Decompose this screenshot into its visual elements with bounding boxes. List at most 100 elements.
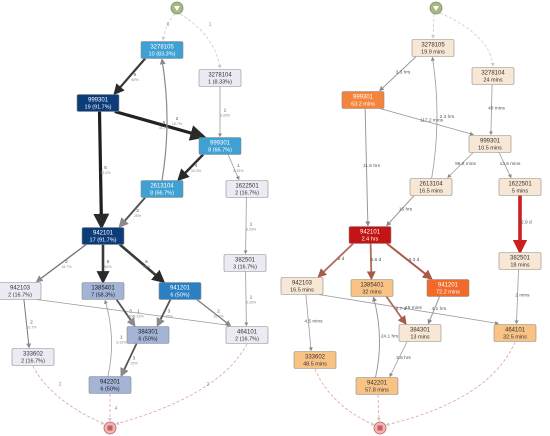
edge-percentage: 8.33% bbox=[246, 301, 257, 305]
start-node[interactable] bbox=[429, 1, 443, 15]
activity-id: 3278105 bbox=[421, 43, 445, 49]
edge-percentage: 33.3% bbox=[100, 171, 111, 175]
edge-L941201-L384301 bbox=[156, 299, 172, 328]
edge-percentage: 16.7% bbox=[213, 315, 224, 319]
edge-percentage: 25% bbox=[130, 362, 138, 366]
edge-label: 6 bbox=[107, 259, 110, 265]
edge-label: 5 d bbox=[338, 256, 345, 262]
activity-node-box bbox=[81, 227, 125, 245]
activity-id: 942101 bbox=[360, 230, 381, 236]
edge-R941201-R384301 bbox=[427, 296, 441, 325]
activity-metric: 1 (8.33%) bbox=[208, 80, 232, 86]
activity-node-box bbox=[411, 39, 455, 57]
edge-L1385401-L384301 bbox=[115, 298, 136, 327]
edge-percentage: 50% bbox=[104, 265, 112, 269]
edge-label: 3 bbox=[168, 309, 171, 315]
terminal-edge-label: 2 bbox=[59, 382, 62, 388]
edge-L2613104-L942101 bbox=[118, 196, 146, 229]
activity-metric: 8 (66.7%) bbox=[150, 191, 174, 197]
activity-metric: 10 (83.3%) bbox=[149, 52, 176, 58]
edge-L3278105-L999301 bbox=[113, 57, 147, 96]
activity-node-box bbox=[426, 279, 470, 297]
activity-node-box bbox=[355, 377, 399, 395]
edge-R2613104-R3278105 bbox=[430, 56, 438, 179]
activity-id: 942103 bbox=[292, 281, 313, 287]
edge-R999301b-R2613104 bbox=[447, 152, 474, 179]
edge-label: 8.7 d bbox=[396, 306, 407, 312]
edge-L2613104-L3278105 bbox=[159, 58, 168, 181]
activity-node-box bbox=[140, 41, 184, 59]
dashed-flow-edge bbox=[314, 368, 375, 426]
activity-metric: 6 (50%) bbox=[138, 337, 157, 343]
stop-square-icon bbox=[107, 425, 113, 431]
activity-node-box bbox=[158, 282, 202, 300]
end-node[interactable] bbox=[373, 421, 387, 435]
edge-percentage: 25% bbox=[127, 315, 135, 319]
activity-metric: 2 (16.7%) bbox=[235, 191, 259, 197]
activity-id: 2613104 bbox=[419, 182, 443, 188]
activity-id: 333602 bbox=[305, 355, 326, 361]
activity-metric: 6 (50%) bbox=[170, 293, 189, 299]
edge-label: 1 bbox=[250, 295, 253, 301]
edge-percentage: 8.33% bbox=[116, 341, 127, 345]
edge-label: 13.5 mins bbox=[500, 161, 521, 167]
edge-percentage: 16.7% bbox=[172, 122, 183, 126]
edge-label: 6 bbox=[134, 72, 137, 78]
dashed-flow-edge bbox=[179, 13, 222, 69]
edge-label: 15 hrs bbox=[399, 207, 413, 213]
activity-metric: 10.5 mins bbox=[478, 146, 502, 152]
activity-node-box bbox=[293, 351, 337, 369]
edge-L942201-L1385401 bbox=[104, 299, 112, 377]
activity-metric: 72.2 mins bbox=[436, 290, 460, 296]
edge-label: 40 mins bbox=[488, 106, 505, 112]
activity-node-box bbox=[225, 326, 269, 344]
edge-L999301-L999301b bbox=[114, 109, 207, 141]
activity-metric: 13 mins bbox=[410, 335, 430, 341]
dashed-flow-edge bbox=[385, 341, 516, 427]
activity-id: 999301 bbox=[88, 98, 109, 104]
activity-node-box bbox=[280, 277, 324, 295]
activity-id: 3278104 bbox=[208, 73, 232, 79]
activity-node-box bbox=[350, 279, 394, 297]
activity-node-box bbox=[398, 324, 442, 342]
activity-id: 999301 bbox=[480, 139, 501, 145]
edge-L942103-L464101 bbox=[36, 299, 231, 328]
edge-label: 18 mins bbox=[405, 305, 422, 311]
start-node[interactable] bbox=[170, 1, 184, 15]
end-node[interactable] bbox=[103, 421, 117, 435]
edge-label: 1 bbox=[137, 309, 140, 315]
edge-label: 5 bbox=[104, 165, 107, 171]
